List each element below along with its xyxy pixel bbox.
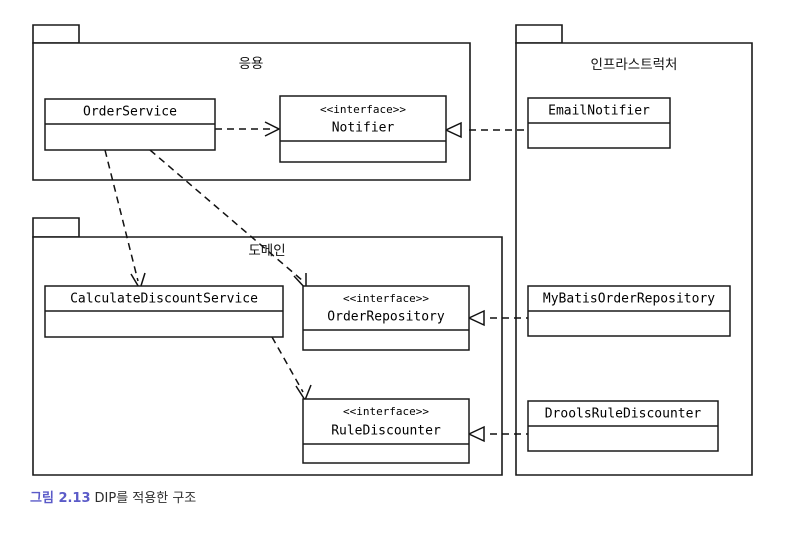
- class-rule-discounter-stereotype: <<interface>>: [343, 405, 429, 418]
- rel-calcdiscount-rulediscounter-line: [271, 336, 304, 393]
- rel-drools-rulediscounter-arrowhead: [467, 425, 485, 443]
- rel-emailnotifier-notifier: [444, 121, 538, 139]
- class-email-notifier-name: EmailNotifier: [548, 104, 650, 119]
- class-rule-discounter-name: RuleDiscounter: [331, 424, 441, 439]
- class-email-notifier[interactable]: EmailNotifier: [527, 97, 671, 149]
- package-infrastructure-body: [515, 42, 753, 476]
- class-order-repository[interactable]: <<interface>> OrderRepository: [302, 285, 470, 351]
- package-domain-tab: [32, 217, 80, 238]
- class-rule-discounter-box[interactable]: [302, 398, 470, 464]
- figure-caption-number: 그림 2.13: [30, 491, 91, 506]
- rel-orderservice-notifier: [215, 121, 281, 137]
- class-order-repository-box[interactable]: [302, 285, 470, 351]
- class-mybatis-order-repository[interactable]: MyBatisOrderRepository: [527, 285, 731, 337]
- rel-mybatis-orderrepository-arrowhead: [467, 309, 485, 327]
- class-order-repository-stereotype: <<interface>>: [343, 292, 429, 305]
- class-mybatis-order-repository-name: MyBatisOrderRepository: [543, 292, 715, 307]
- figure-caption-text: DIP를 적용한 구조: [94, 491, 197, 506]
- package-domain-label: 도메인: [248, 243, 285, 259]
- rel-mybatis-orderrepository: [467, 309, 528, 327]
- class-notifier-stereotype: <<interface>>: [320, 103, 406, 116]
- class-notifier[interactable]: <<interface>> Notifier: [279, 95, 447, 163]
- rel-emailnotifier-notifier-arrowhead: [444, 121, 462, 139]
- package-application-label: 응용: [239, 56, 264, 72]
- rel-orderservice-calcdiscount-line: [104, 149, 139, 282]
- class-notifier-box[interactable]: [279, 95, 447, 163]
- rel-drools-rulediscounter: [467, 425, 528, 443]
- class-notifier-name: Notifier: [332, 121, 395, 136]
- class-calculate-discount-service[interactable]: CalculateDiscountService: [44, 285, 284, 338]
- class-rule-discounter[interactable]: <<interface>> RuleDiscounter: [302, 398, 470, 464]
- class-calculate-discount-service-name: CalculateDiscountService: [70, 292, 258, 307]
- package-infrastructure-tab: [515, 24, 563, 44]
- rel-orderservice-orderrepository-line: [149, 149, 304, 282]
- package-infrastructure-label: 인프라스트럭처: [591, 57, 678, 73]
- class-order-service-name: OrderService: [83, 105, 177, 120]
- package-application-tab: [32, 24, 80, 44]
- package-infrastructure: 인프라스트럭처: [515, 24, 753, 476]
- class-order-service[interactable]: OrderService: [44, 98, 216, 151]
- class-drools-rule-discounter[interactable]: DroolsRuleDiscounter: [527, 400, 719, 452]
- class-drools-rule-discounter-name: DroolsRuleDiscounter: [545, 407, 702, 422]
- class-order-repository-name: OrderRepository: [327, 310, 445, 325]
- rel-orderservice-notifier-arrowhead: [264, 121, 281, 137]
